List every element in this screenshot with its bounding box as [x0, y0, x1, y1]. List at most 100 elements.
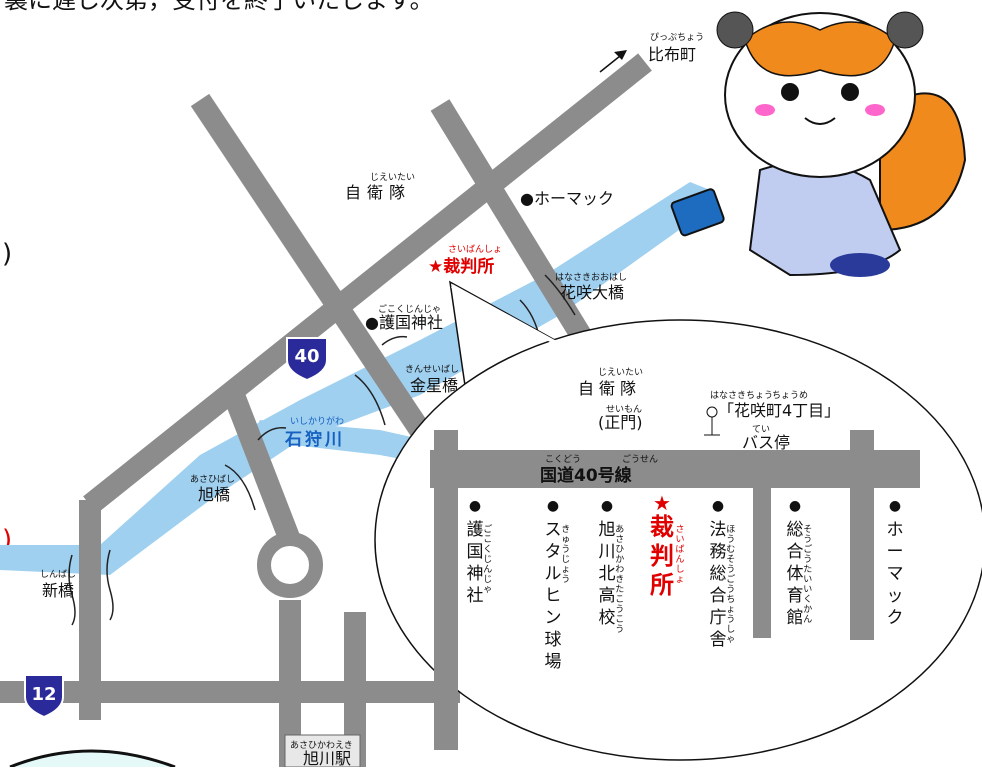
inset-road-ruby-1: こくどう: [545, 454, 581, 465]
bus-stop-label: 「花咲町4丁目」: [718, 401, 840, 420]
inset-jieitai-ruby: じえいたい: [598, 367, 643, 378]
edge-mark-lower: ): [2, 525, 12, 555]
inset-col-label-4: 法務総合庁舎: [710, 520, 727, 650]
route-40-shield-shape: [286, 337, 328, 382]
mascot-ear-right: [886, 11, 924, 49]
inset-route-40-road: [430, 450, 920, 488]
kinsei-bridge-label: 金星橋: [410, 376, 458, 395]
asahi-bridge-label: 旭橋: [198, 485, 230, 504]
route-12-number: 12: [31, 684, 56, 705]
inset-seimon-ruby: せいもん: [606, 404, 642, 415]
inset-side-road: [753, 488, 771, 638]
asahi-bridge-bracket-w: [224, 464, 256, 511]
facility-dot-icon: ●: [712, 498, 724, 514]
mascot-illustration: [670, 11, 967, 277]
homac-label: ●ホーマック: [520, 189, 614, 208]
inset-col-label-5: 総合体育館: [787, 520, 804, 628]
hanasaki-bridge-bracket-e: [544, 274, 576, 316]
hanasaki-bridge-label: 花咲大橋: [560, 283, 624, 302]
mascot-eye-left: [781, 83, 799, 101]
inset-col-ruby-3: さいばんしょ: [675, 524, 684, 585]
route-40-shield: 40: [286, 337, 328, 382]
facility-dot-icon: ●: [789, 498, 801, 514]
station-ruby: あさひかわえき: [290, 740, 353, 751]
jieitai-ruby: じえいたい: [370, 172, 415, 183]
asahi-bridge-bracket-e: [257, 427, 287, 441]
kinsei-bridge-ruby: きんせいばし: [405, 364, 459, 375]
inset-col-label-0: 護国神社: [467, 520, 484, 606]
inset-right-road: [850, 430, 874, 640]
kinsei-bridge-bracket-w: [354, 374, 386, 426]
inset-col-label-6: ホーマック: [887, 520, 904, 628]
mascot-shoe: [830, 253, 890, 277]
bus-stop-ruby-1: はなさきちょう: [710, 390, 773, 401]
route-40-road: [83, 53, 652, 514]
inset-seimon-label: (正門): [598, 413, 643, 432]
mascot-mouth: [804, 117, 836, 125]
callout-ellipse: [374, 319, 982, 761]
mascot-eye-right: [841, 83, 859, 101]
court-ruby: さいばんしょ: [448, 244, 502, 255]
bus-stop-ruby-2: ちょうめ: [772, 390, 808, 401]
station-box: [284, 734, 361, 768]
diagonal-road-west: [190, 93, 430, 437]
mascot-ear-left: [716, 11, 754, 49]
court-label: ★裁判所: [428, 256, 494, 277]
bus-stop-sub-ruby: てい: [752, 425, 770, 435]
callout-joint-mask: [451, 284, 603, 420]
inset-road-label: 国道40号線: [540, 465, 632, 486]
top-text: 裏に遅し次第，受付を終了いたします。: [4, 0, 434, 14]
inset-col-ruby-0: ごこくじんじゃ: [483, 523, 492, 595]
inset-col-label-2: 旭川北高校: [599, 520, 616, 628]
inset-col-ruby-2: あさひかわきたこうこう: [615, 524, 624, 635]
inset-col-label-1: スタルヒン球場: [545, 520, 562, 672]
bus-stop-sub: バス停: [742, 433, 790, 452]
gokoku-label: ●護国神社: [365, 313, 443, 332]
diagonal-road-east: [430, 99, 600, 356]
route-40-number: 40: [294, 346, 319, 367]
inset-col-label-3: 裁判所: [650, 513, 674, 599]
mascot-cheek-left: [755, 104, 775, 116]
hifucho-label: 比布町: [648, 45, 696, 64]
bottom-bubble: [9, 749, 176, 769]
shin-bridge-label: 新橋: [42, 581, 74, 600]
inset-facility-columns: ●護国神社ごこくじんじゃ●スタルヒン球場きゅうじょう●旭川北高校あさひかわきたこ…: [467, 491, 904, 672]
inset-left-road: [434, 430, 458, 750]
mascot-cheek-right: [865, 104, 885, 116]
asahi-bridge-ruby: あさひばし: [190, 474, 235, 485]
facility-dot-icon: ●: [601, 498, 613, 514]
gokoku-ruby: ごこくじんじゃ: [378, 303, 441, 315]
inset-col-ruby-4: ほうむそうごうちょうしゃ: [726, 524, 735, 645]
shin-bridge-bracket-w: [68, 554, 76, 626]
hifu-arrowhead: [614, 50, 627, 60]
kinsei-bridge-bracket-e: [381, 335, 408, 346]
jieitai-label: 自衛隊: [345, 183, 411, 202]
ishikari-label: 石狩川: [284, 429, 345, 450]
roundabout: [257, 532, 323, 598]
inset-col-ruby-5: そうごうたいいくかん: [803, 524, 812, 625]
inset-col-6: ●ホーマック: [887, 498, 904, 628]
facility-dot-icon: ●: [469, 498, 481, 514]
shin-bridge-ruby: しんばし: [40, 569, 76, 580]
station-label: 旭川駅: [303, 749, 351, 767]
inset-jieitai-label: 自衛隊: [578, 379, 641, 398]
bridge-marks: [68, 274, 576, 626]
inset-col-ruby-1: きゅうじょう: [561, 524, 570, 585]
briefcase-icon: [670, 188, 725, 237]
inset-callout: じえいたい 自衛隊 せいもん (正門) はなさきちょう ちょうめ 「花咲町4丁目…: [374, 280, 982, 761]
mascot-hair: [744, 21, 896, 77]
facility-dot-icon: ●: [547, 498, 559, 514]
ishikari-ruby: いしかりがわ: [290, 415, 344, 427]
hifucho-ruby: ぴっぷちょう: [650, 32, 704, 43]
ishikari-river: [0, 182, 710, 575]
hanasaki-bridge-ruby: はなさきおおはし: [555, 272, 627, 283]
inset-road-ruby-2: ごうせん: [622, 453, 658, 465]
